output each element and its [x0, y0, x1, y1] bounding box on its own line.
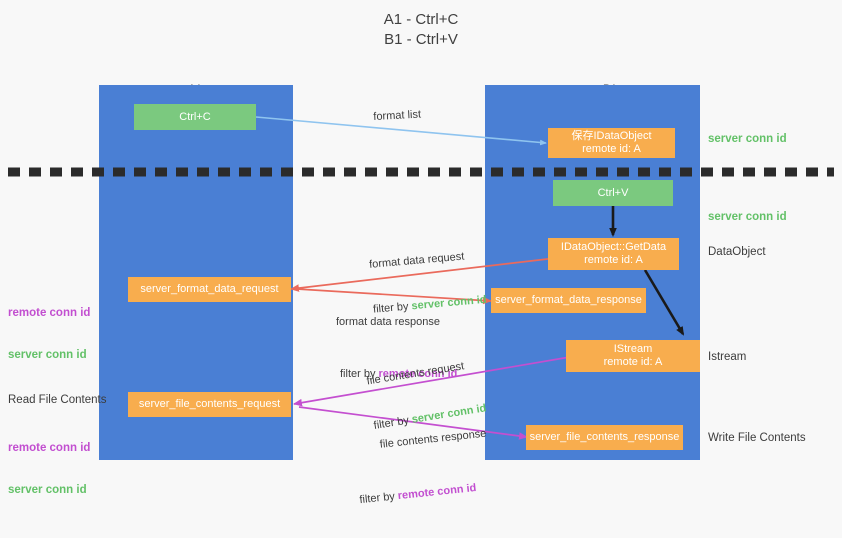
label-right-server-conn-id-top: server conn id — [708, 133, 787, 145]
box-ctrl-c[interactable]: Ctrl+C — [134, 104, 256, 130]
edge-label-file-contents-response: file contents response — [379, 427, 487, 451]
box-server-file-contents-response[interactable]: server_file_contents_response — [526, 425, 683, 450]
box-server-format-data-request[interactable]: server_format_data_request — [128, 277, 291, 302]
edge-label-format-data-request: format data request — [368, 250, 465, 271]
box-istream[interactable]: IStream remote id: A — [566, 340, 700, 372]
label-left-remote-conn-id-1: remote conn id — [8, 307, 91, 319]
box-save-idataobject[interactable]: 保存IDataObject remote id: A — [548, 128, 675, 158]
edge-label-format-data-response-filter: filter by remote conn id — [340, 367, 457, 382]
label-left-conn-ids-1: remote conn id server conn id — [8, 278, 90, 390]
edge-label-format-data-response-group: format data response filter by remote co… — [336, 285, 457, 412]
box-server-format-data-response[interactable]: server_format_data_response — [491, 288, 646, 313]
filter-prefix: filter by — [340, 368, 379, 380]
label-left-server-conn-id-1: server conn id — [8, 349, 87, 361]
box-idataobject-getdata[interactable]: IDataObject::GetData remote id: A — [548, 238, 679, 270]
label-right-server-conn-id-mid: server conn id — [708, 211, 787, 223]
box-ctrl-v[interactable]: Ctrl+V — [553, 180, 673, 206]
edge-label-file-contents-response-filter: filter by remote conn id — [359, 479, 493, 508]
edge-label-format-data-response: format data response — [336, 316, 440, 328]
label-right-dataobject: DataObject — [708, 246, 766, 258]
filter-key-remote-conn-id: remote conn id — [378, 368, 458, 380]
diagram-title: A1 - Ctrl+C B1 - Ctrl+V — [383, 11, 459, 48]
label-left-read-file-contents: Read File Contents — [8, 394, 107, 406]
filter-prefix: filter by — [358, 490, 399, 507]
edge-label-file-contents-request: file contents request — [365, 360, 465, 388]
label-left-server-conn-id-2: server conn id — [8, 484, 87, 496]
label-left-conn-ids-2: remote conn id server conn id — [8, 413, 90, 525]
edge-label-format-list: format list — [373, 108, 422, 123]
filter-key-remote-conn-id: remote conn id — [397, 481, 477, 503]
box-server-file-contents-request[interactable]: server_file_contents_request — [128, 392, 291, 417]
label-right-istream: Istream — [708, 351, 747, 363]
label-left-remote-conn-id-2: remote conn id — [8, 442, 91, 454]
edge-label-file-contents-response-group: file contents response filter by remote … — [359, 397, 496, 535]
diagram-canvas: A1 - Ctrl+C B1 - Ctrl+V A1 remote B1 con… — [8, 11, 834, 506]
label-right-write-file-contents: Write File Contents — [708, 432, 806, 444]
